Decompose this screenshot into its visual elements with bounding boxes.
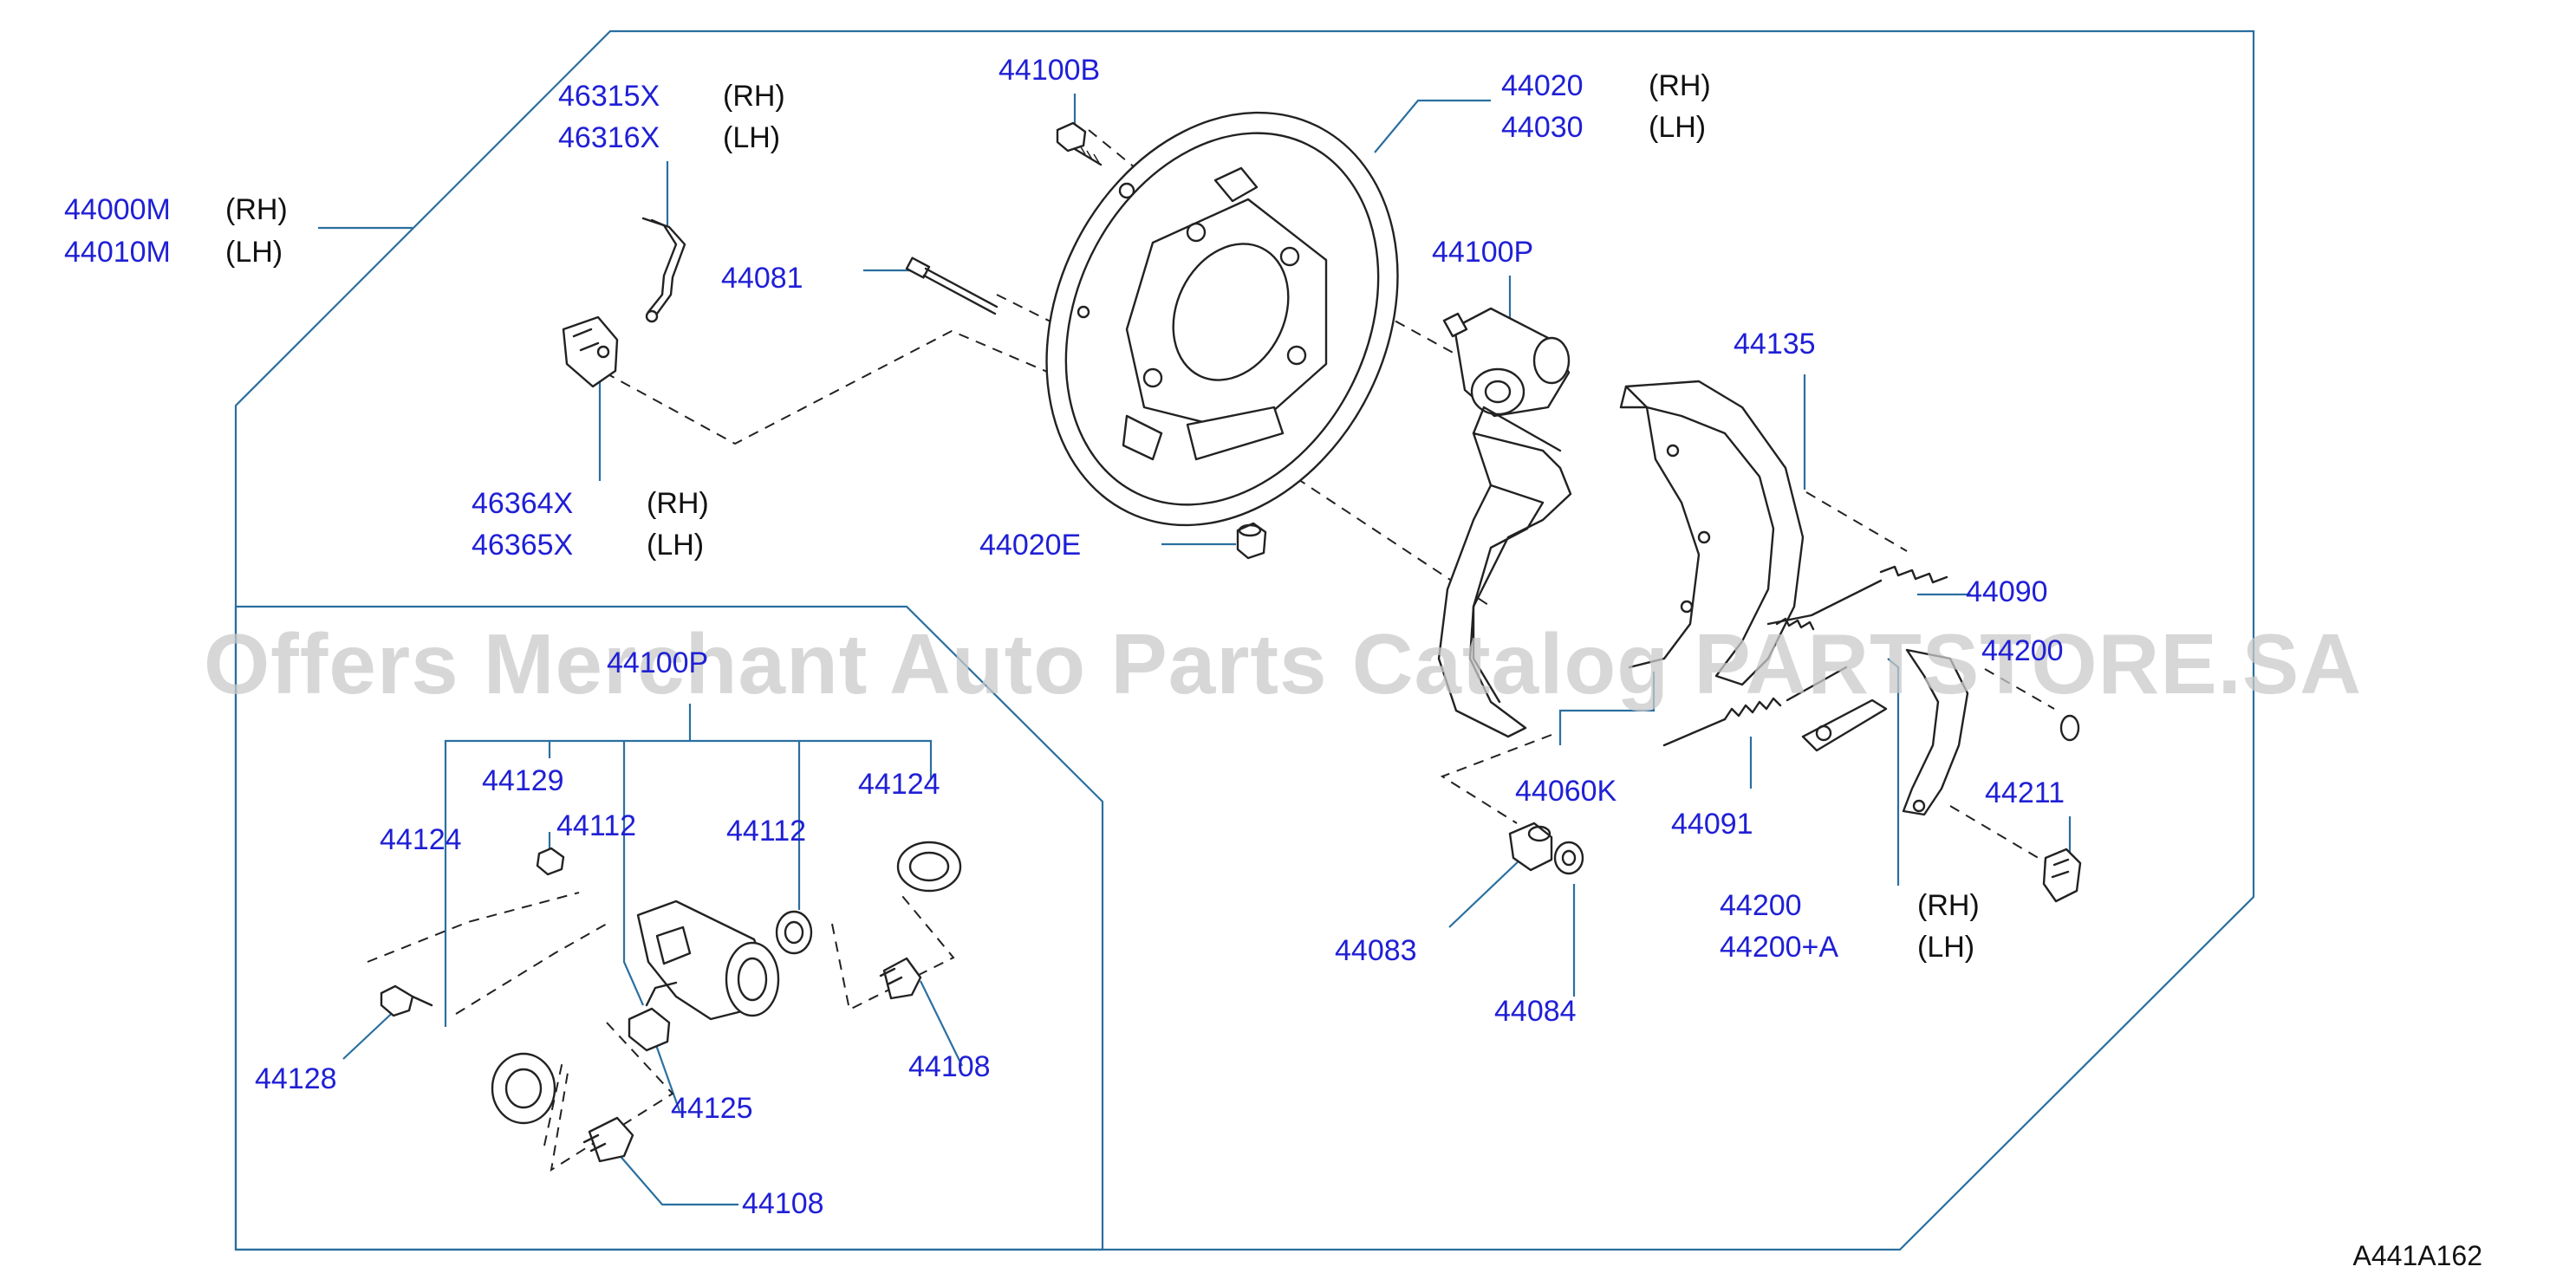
- assembly-line: [604, 329, 1070, 445]
- side-label-lh: (LH): [1649, 111, 1706, 144]
- callout-44211[interactable]: 44211: [1985, 776, 2065, 809]
- callout-44129[interactable]: 44129: [482, 764, 564, 797]
- piston-left-icon[interactable]: [775, 910, 813, 955]
- washer-icon[interactable]: [2059, 714, 2080, 742]
- assembly-line: [1949, 805, 2046, 863]
- side-label-rh: (RH): [723, 80, 785, 113]
- assembly-line: [367, 892, 580, 963]
- piston-bottom-icon[interactable]: [582, 1116, 634, 1163]
- leader-line: [1448, 857, 1523, 928]
- callout-44108-right[interactable]: 44108: [908, 1050, 991, 1083]
- callout-44125[interactable]: 44125: [671, 1092, 753, 1125]
- callout-44010M[interactable]: 44010M: [64, 236, 171, 269]
- lever-clip-icon[interactable]: [2042, 848, 2082, 903]
- callout-46316X[interactable]: 46316X: [558, 121, 660, 154]
- boot-left-icon[interactable]: [491, 1052, 556, 1125]
- callout-44200[interactable]: 44200: [1720, 889, 1802, 922]
- leader-line: [622, 741, 645, 1006]
- assembly-line: [1440, 734, 1552, 824]
- leader-line: [1374, 99, 1491, 153]
- inset-frame: [234, 605, 1104, 1251]
- hose-bracket-icon[interactable]: [562, 315, 619, 388]
- adjuster-spring-icon[interactable]: [1662, 666, 1848, 747]
- assembly-line: [455, 923, 608, 1015]
- callout-46315X[interactable]: 46315X: [558, 80, 660, 113]
- leader-line: [444, 739, 933, 1027]
- side-label-rh: (RH): [225, 193, 288, 226]
- bleeder-cap-icon[interactable]: [1236, 522, 1267, 560]
- leader-line: [1887, 658, 1900, 886]
- parking-lever-icon[interactable]: [1801, 648, 1969, 816]
- wheel-cylinder-icon[interactable]: [1442, 307, 1571, 418]
- callout-46364X[interactable]: 46364X: [472, 487, 573, 520]
- callout-44100P[interactable]: 44100P: [1432, 236, 1533, 269]
- callout-44124-right[interactable]: 44124: [858, 768, 940, 801]
- watermark-text: Offers Merchant Auto Parts Catalog PARTS…: [204, 616, 2362, 711]
- callout-44020E[interactable]: 44020E: [979, 529, 1081, 562]
- callout-44135[interactable]: 44135: [1734, 328, 1816, 360]
- assembly-line: [543, 1056, 564, 1146]
- leader-line: [1558, 672, 1656, 745]
- callout-44112-left[interactable]: 44112: [556, 809, 636, 842]
- side-label-lh: (LH): [1917, 931, 1974, 964]
- piston-right-icon[interactable]: [879, 957, 922, 1000]
- leader-line: [616, 1152, 738, 1206]
- side-label-rh: (RH): [1917, 889, 1980, 922]
- spring-washer-icon[interactable]: [1553, 841, 1584, 875]
- callout-inset-44100P[interactable]: 44100P: [607, 646, 708, 679]
- assembly-line: [1984, 668, 2055, 710]
- side-label-lh: (LH): [723, 121, 780, 154]
- callout-44090[interactable]: 44090: [1966, 575, 2048, 608]
- return-spring-icon[interactable]: [1766, 565, 1948, 631]
- inset-cylinder-body-icon[interactable]: [636, 900, 780, 1021]
- assembly-frame: [234, 29, 2255, 1251]
- callout-44128[interactable]: 44128: [255, 1062, 337, 1095]
- assembly-line: [1805, 491, 1908, 552]
- brake-shoe-front-icon[interactable]: [1437, 406, 1572, 738]
- callout-44083[interactable]: 44083: [1335, 934, 1417, 967]
- hose-fitting-icon[interactable]: [628, 981, 678, 1052]
- callout-44000M[interactable]: 44000M: [64, 193, 171, 226]
- backing-plate-icon[interactable]: [980, 54, 1465, 584]
- callout-44020[interactable]: 44020: [1501, 69, 1584, 102]
- boot-right-icon[interactable]: [896, 841, 962, 893]
- side-label-rh: (RH): [1649, 69, 1711, 102]
- callout-44100B[interactable]: 44100B: [999, 54, 1100, 87]
- callout-44084[interactable]: 44084: [1494, 995, 1577, 1028]
- figure-code: A441A162: [2353, 1240, 2482, 1271]
- callout-44112-right[interactable]: 44112: [726, 815, 806, 848]
- brake-shoe-rear-icon[interactable]: [1619, 380, 1805, 686]
- bolt-icon[interactable]: [1056, 121, 1103, 166]
- callout-44091[interactable]: 44091: [1671, 808, 1753, 841]
- callout-44124-left[interactable]: 44124: [380, 823, 462, 856]
- callout-44200A[interactable]: 44200+A: [1720, 931, 1838, 964]
- connector-bolt-icon[interactable]: [380, 984, 433, 1017]
- callout-44060K[interactable]: 44060K: [1515, 775, 1617, 808]
- spring-seat-icon[interactable]: [1508, 822, 1553, 872]
- side-label-rh: (RH): [647, 487, 709, 520]
- callout-44108-bottom[interactable]: 44108: [742, 1187, 824, 1220]
- callout-44200-washer[interactable]: 44200: [1981, 634, 2064, 667]
- hold-down-pin-icon[interactable]: [905, 257, 999, 315]
- leader-line: [920, 980, 963, 1067]
- callout-44081[interactable]: 44081: [721, 262, 803, 295]
- callout-46365X[interactable]: 46365X: [472, 529, 573, 562]
- side-label-lh: (LH): [647, 529, 704, 562]
- side-label-lh: (LH): [225, 236, 283, 269]
- bleeder-screw-icon[interactable]: [536, 847, 565, 876]
- assembly-line: [1315, 276, 1474, 365]
- callout-44030[interactable]: 44030: [1501, 111, 1584, 144]
- brake-hose-icon[interactable]: [641, 217, 686, 323]
